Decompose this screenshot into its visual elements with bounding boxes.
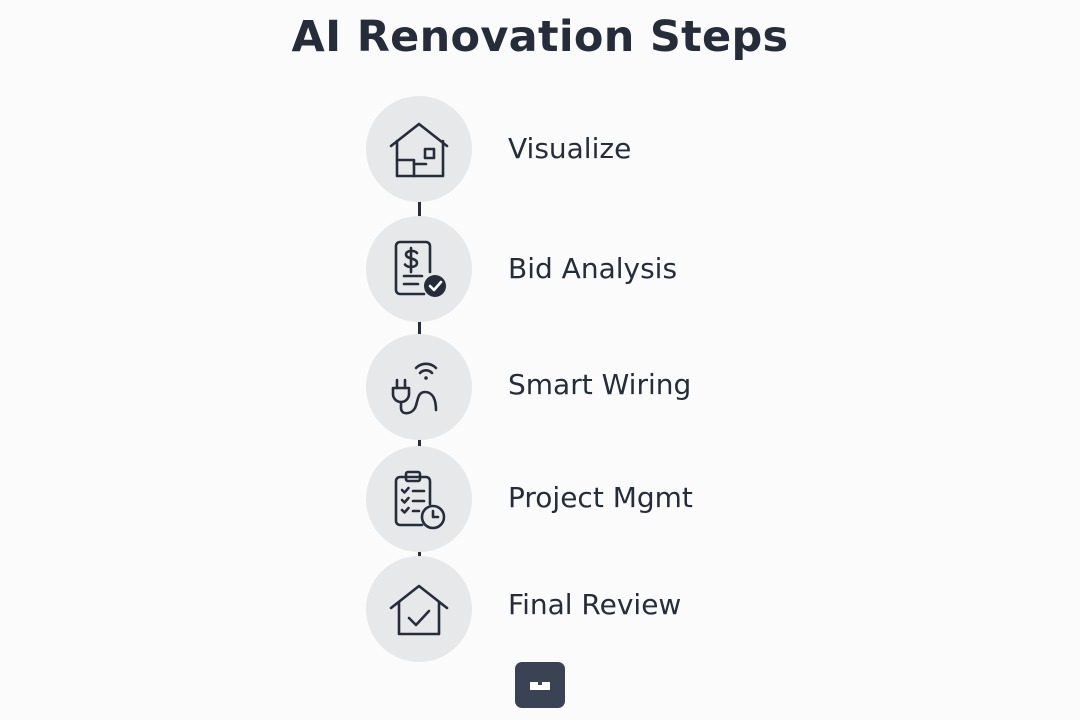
connector-line [418, 320, 421, 336]
connector-line [418, 200, 421, 218]
step-label-final-review: Final Review [508, 588, 682, 621]
step-smart-wiring-circle [366, 334, 472, 440]
badge-glyph-icon [530, 682, 550, 690]
smart-plug-icon [391, 362, 438, 415]
house-plan-icon [389, 122, 449, 178]
step-visualize-circle [366, 96, 472, 202]
connector-line [418, 436, 421, 450]
page-title: AI Renovation Steps [291, 12, 789, 62]
step-bid-analysis-circle [366, 216, 472, 322]
connector-line [418, 546, 421, 558]
step-final-review-circle [366, 556, 472, 662]
step-label-bid-analysis: Bid Analysis [508, 252, 678, 285]
invoice-check-icon [394, 240, 446, 297]
step-label-smart-wiring: Smart Wiring [508, 368, 692, 401]
clipboard-clock-icon [394, 470, 446, 530]
house-check-icon [389, 584, 449, 636]
step-label-visualize: Visualize [508, 132, 632, 165]
bottom-badge [515, 662, 565, 708]
step-project-mgmt-circle [366, 446, 472, 552]
step-label-project-mgmt: Project Mgmt [508, 481, 693, 514]
